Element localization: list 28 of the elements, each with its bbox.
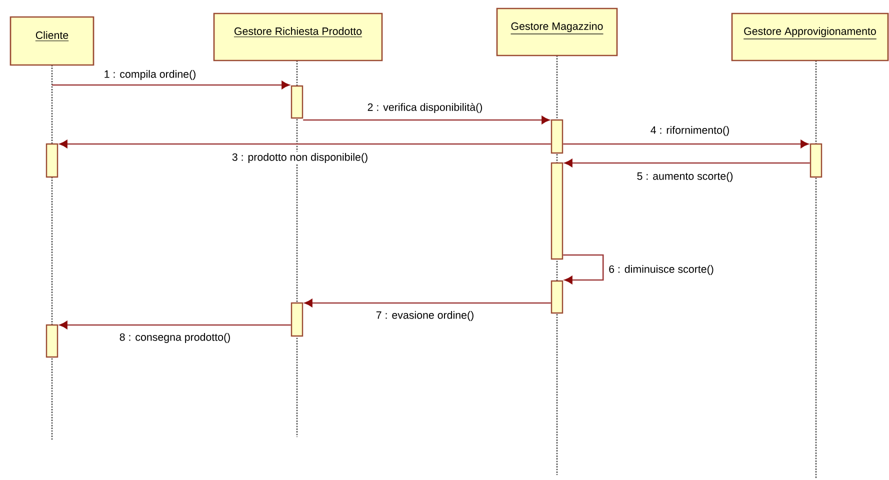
activation-bar	[290, 302, 304, 337]
self-message-arrow	[563, 254, 604, 284]
message-label: 4 : rifornimento()	[649, 124, 731, 138]
activation-bar	[290, 85, 304, 119]
object-box: Gestore Magazzino	[496, 8, 618, 56]
message-label: 5 : aumento scorte()	[635, 170, 735, 184]
object-box: Gestore Approvigionamento	[731, 12, 889, 62]
message-arrow	[304, 299, 551, 307]
message-arrow	[60, 140, 551, 148]
message-arrow	[564, 159, 810, 167]
message-label: 8 : consegna prodotto()	[118, 332, 232, 344]
activation-bar	[550, 119, 564, 154]
activation-bar	[46, 324, 58, 358]
activation-bar	[46, 143, 58, 178]
activation-bar	[550, 280, 564, 314]
message-label: 6 : diminuisce scorte()	[607, 264, 716, 276]
object-box: Cliente	[10, 16, 94, 66]
message-arrow	[60, 321, 291, 329]
message-arrow	[303, 116, 550, 124]
activation-bar	[550, 162, 564, 260]
message-label: 3 : prodotto non disponibile()	[230, 152, 370, 164]
message-label: 1 : compila ordine()	[102, 68, 198, 82]
message-arrow	[563, 140, 808, 148]
object-box: Gestore Richiesta Prodotto	[213, 12, 383, 62]
message-label: 7 : evasione ordine()	[374, 310, 476, 322]
activation-bar	[810, 143, 822, 178]
message-arrow	[52, 81, 290, 89]
message-label: 2 : verifica disponibilità()	[366, 102, 484, 114]
